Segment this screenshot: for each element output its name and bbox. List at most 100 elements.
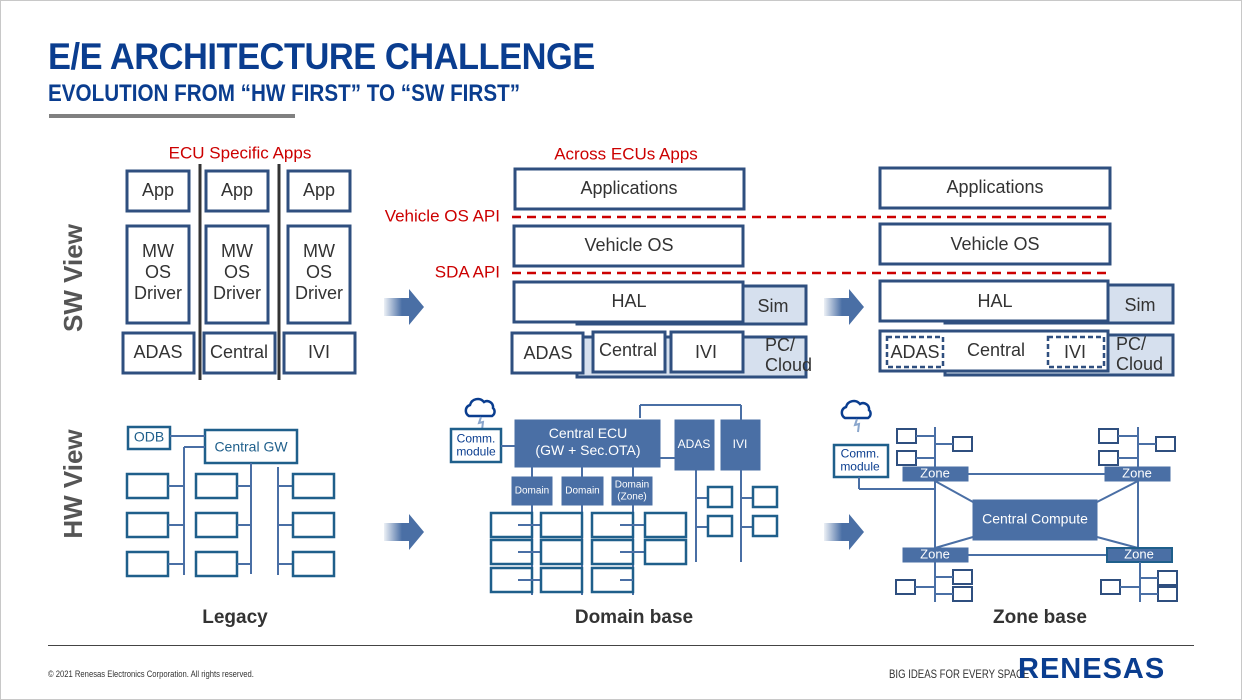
ivi-box [669,330,745,374]
stack-label: MW [142,241,174,261]
arrow-shape [384,289,424,325]
ecu-node [125,550,170,578]
pc-cloud-label: Cloud [765,355,812,375]
tagline-text: BIG IDEAS FOR EVERY SPACE [889,667,1030,681]
arrow-shape [824,514,864,550]
stack-label: OS [306,262,332,282]
ecu-box [121,331,196,375]
stack-label: OS [224,262,250,282]
pc-cloud-label: PC/ [765,335,795,355]
pc-cloud-label: PC/ [1116,334,1146,354]
applications-box [878,166,1112,210]
ecu-node [291,511,336,539]
stack-label: MW [303,241,335,261]
applications-label: Applications [580,178,677,198]
zone-link [934,536,974,549]
comm-module-label: Comm. [841,447,880,461]
comm-module-label: module [456,445,496,459]
app-box [125,169,191,213]
applications-box [513,167,746,211]
ecu-node [125,511,170,539]
domain-box [561,476,604,506]
comm-module-box [832,443,890,479]
comm-module-box [449,427,503,464]
domain-label: (Zone) [617,492,646,503]
ecu-node [952,586,973,602]
ecu-node [539,511,584,539]
comm-module-label: module [840,460,880,474]
central-box [591,330,667,374]
central-compute-label: Central Compute [982,511,1088,527]
ecu-node [1098,428,1119,444]
transition-arrow [384,514,424,550]
footer-divider [48,645,1194,646]
ivi-label: IVI [1064,342,1086,362]
applications-label: Applications [946,177,1043,197]
mw-os-driver-box [286,224,352,325]
ecu-node [896,428,917,444]
arrow-shape [384,514,424,550]
lightning-shape [477,416,485,431]
app-label: App [303,180,335,200]
adas-hw-label: ADAS [678,437,711,451]
zone-label: Zone [920,465,950,480]
ecu-node [194,472,239,500]
ecu-node [952,569,973,585]
hal-label: HAL [977,291,1012,311]
cloud-icon [840,399,872,433]
slide-title: E/E ARCHITECTURE CHALLENGE [48,36,595,77]
central-gw-box [203,428,299,465]
ecu-node [1155,436,1176,452]
central-ecu-label: Central ECU [549,425,628,441]
lightning-shape [853,418,861,433]
zone-link [934,480,974,503]
ecu-node [539,566,584,594]
ecu-node [194,550,239,578]
ecu-node [706,485,734,509]
central-compute-box [972,499,1098,541]
central-label: Central [967,340,1025,360]
stack-label: Driver [134,283,182,303]
domain-label: Domain [565,486,599,497]
ecu-node [706,514,734,538]
domain-label: Domain [615,480,649,491]
transition-arrow [384,289,424,325]
across-ecus-apps-caption: Across ECUs Apps [554,144,698,163]
adas-hw-box [674,419,715,471]
mw-os-driver-box [204,224,270,325]
odb-box [126,425,172,451]
stack-label: Driver [295,283,343,303]
renesas-logo: RENESAS [1018,653,1166,685]
domain-base-caption: Domain base [575,607,693,628]
zone-link [1096,536,1139,549]
sw-view-label: SW View [58,223,88,332]
ecu-node [896,450,917,466]
ecu-node [194,511,239,539]
ecu-box [282,331,357,375]
ecu-box [202,331,277,375]
zone-base-caption: Zone base [993,607,1087,628]
ecu-node [643,538,688,566]
cloud-shape [840,399,872,420]
app-label: App [142,180,174,200]
ivi-hw-label: IVI [733,437,748,451]
ecu-node [291,472,336,500]
zone-label: Zone [1122,465,1152,480]
adas-label: ADAS [523,343,572,363]
zone-label: Zone [1124,546,1154,561]
domain-box [511,476,553,506]
comm-module-label: Comm. [457,432,496,446]
transition-arrow [824,514,864,550]
ivi-label: IVI [695,342,717,362]
app-label: App [221,180,253,200]
cloud-icon [464,397,496,431]
vehicle-os-box [512,224,745,268]
sim-label: Sim [758,296,789,316]
adas-box [885,335,945,369]
copyright-text: © 2021 Renesas Electronics Corporation. … [48,669,254,679]
central-ecu-box [514,419,661,468]
central-gw-label: Central GW [214,439,288,455]
domain-box [611,476,653,506]
domain-label: Domain [515,486,549,497]
